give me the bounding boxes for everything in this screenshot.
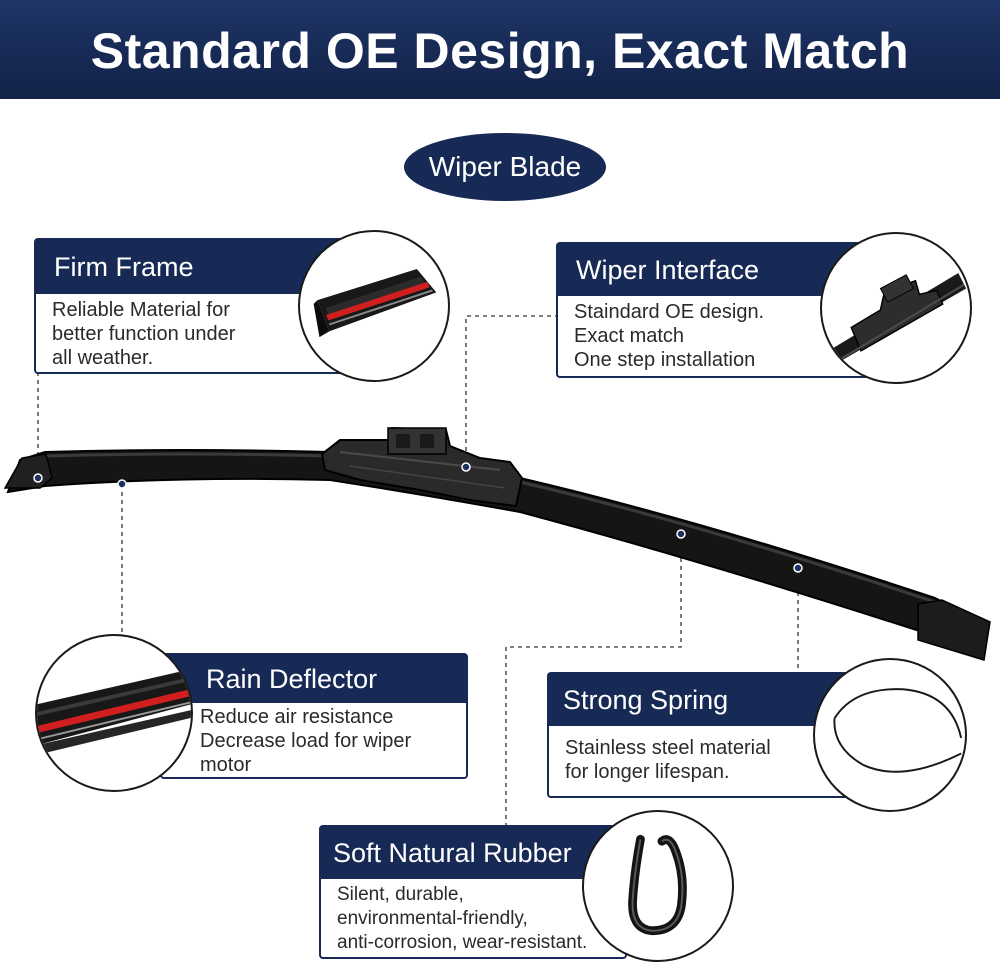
header-banner: Standard OE Design, Exact Match: [0, 0, 1000, 99]
callout-firm-frame: Firm Frame Reliable Material for better …: [34, 238, 352, 374]
anchor-dot: [676, 529, 686, 539]
anchor-dot: [793, 563, 803, 573]
soft-rubber-detail-image: [582, 810, 734, 962]
rain-deflector-detail-image: [35, 634, 193, 792]
callout-body: Reduce air resistance Decrease load for …: [200, 706, 412, 776]
leader-wiper-interface: [465, 315, 556, 467]
leader-soft-rubber: [505, 534, 682, 826]
callout-body: Staindard OE design. Exact match One ste…: [574, 301, 765, 371]
callout-body: Silent, durable, environmental-friendly,…: [337, 884, 588, 953]
anchor-dot: [117, 479, 127, 489]
firm-frame-detail-image: [298, 230, 450, 382]
callout-wiper-interface: Wiper Interface Staindard OE design. Exa…: [556, 242, 872, 378]
callout-title: Rain Deflector: [162, 655, 466, 703]
callout-soft-rubber: Soft Natural Rubber Silent, durable, env…: [319, 825, 627, 959]
callout-title: Wiper Interface: [558, 244, 870, 296]
anchor-dot: [33, 473, 43, 483]
callout-strong-spring: Strong Spring Stainless steel material f…: [547, 672, 875, 798]
anchor-dot: [461, 462, 471, 472]
callout-body: Stainless steel material for longer life…: [565, 737, 771, 783]
callout-title: Soft Natural Rubber: [321, 827, 625, 879]
callout-title: Firm Frame: [36, 240, 350, 294]
blade-left-end-cap: [3, 453, 53, 489]
callout-body: Reliable Material for better function un…: [52, 299, 236, 369]
wiper-interface-detail-image: [820, 232, 972, 384]
product-badge: Wiper Blade: [404, 133, 606, 201]
strong-spring-detail-image: [813, 658, 967, 812]
callout-rain-deflector: Rain Deflector Reduce air resistance Dec…: [160, 653, 468, 779]
blade-right-end-cap: [917, 599, 991, 661]
page-title: Standard OE Design, Exact Match: [90, 23, 910, 79]
